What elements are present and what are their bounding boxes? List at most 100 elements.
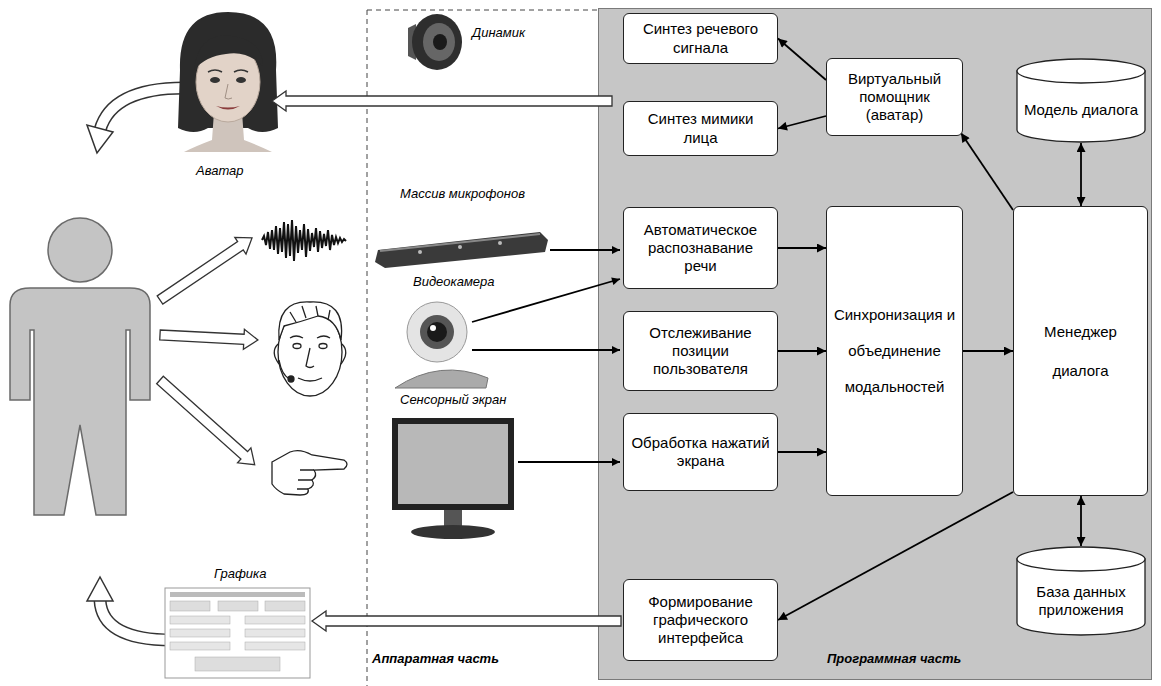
webcam [420, 315, 454, 349]
display-hollow-arrow [100, 600, 172, 640]
connector-arrow [1080, 496, 1082, 546]
pointing-hand [297, 470, 314, 489]
touch-screen-monitor [392, 418, 514, 510]
connector-arrow [778, 350, 826, 352]
display-hollow-arrow [87, 577, 113, 601]
synthesis-hollow-arrow [272, 91, 612, 111]
database-cylinder: База данных приложения [1016, 546, 1146, 636]
interface-thumbnail [165, 588, 310, 678]
interface-thumbnail [170, 616, 230, 624]
touch-screen-monitor [392, 418, 514, 539]
avatar-face [178, 12, 278, 132]
input-hollow-arrow [153, 373, 261, 473]
signal-arrow [550, 249, 620, 251]
connector-arrow [1080, 143, 1082, 206]
box-label: Формирование графического интерфейса [630, 593, 771, 648]
signal-arrow [472, 349, 620, 351]
interface-thumbnail [170, 629, 230, 637]
speech-waveform [262, 220, 346, 261]
device-caption: Массив микрофонов [400, 186, 525, 201]
interface-thumbnail [165, 588, 310, 678]
graphics-hollow-arrow [312, 611, 621, 631]
process-box: Формирование графического интерфейса [623, 579, 778, 661]
box-label: Обработка нажатий экрана [630, 434, 771, 471]
display-hollow-arrow [100, 600, 172, 640]
microphone-array [418, 250, 422, 254]
device-caption: Сенсорный экран [400, 392, 506, 407]
box-label: Менеджер диалога [1020, 312, 1141, 390]
webcam [395, 370, 488, 388]
interface-thumbnail [245, 616, 305, 624]
speaker-icon [423, 23, 455, 61]
software-panel: Программная часть Синтез речевого сигнала… [598, 8, 1152, 680]
interface-thumbnail [245, 629, 305, 637]
cylinder-outline [1017, 59, 1145, 83]
cylinder-outline [1017, 547, 1145, 571]
speaker-icon [433, 34, 447, 50]
avatar-face [194, 36, 263, 70]
touch-screen-monitor [411, 525, 495, 539]
interface-thumbnail [170, 592, 305, 597]
interface-thumbnail [170, 642, 230, 650]
user-figure [10, 288, 150, 515]
boundary-dashed-line [367, 10, 598, 686]
cylinder-outline [1016, 58, 1146, 143]
connector-arrow [778, 247, 826, 249]
box-label: База данных приложения [1022, 583, 1140, 620]
face-sketch [290, 336, 330, 338]
face-sketch [274, 344, 346, 364]
box-label: Синтез речевого сигнала [630, 20, 771, 57]
webcam [430, 325, 436, 331]
touch-screen-monitor [398, 424, 508, 504]
display-hollow-arrow [87, 577, 172, 640]
output-hollow-arrow [100, 88, 184, 130]
section-label: Аппаратная часть [372, 651, 499, 666]
face-sketch [288, 376, 294, 382]
process-box: Автоматическое распознавание речи [623, 207, 778, 289]
touch-screen-monitor [444, 510, 462, 526]
input-hollow-arrow [154, 230, 257, 309]
input-hollow-arrow [159, 325, 258, 350]
figure-caption: Графика [214, 566, 266, 581]
face-sketch [279, 360, 290, 379]
pointing-hand [272, 451, 347, 495]
process-box: Менеджер диалога [1013, 206, 1148, 496]
output-hollow-arrow [100, 88, 184, 130]
connector-arrow [961, 133, 1013, 210]
avatar-face [236, 77, 246, 83]
process-box: Виртуальный помощник (аватар) [826, 58, 963, 136]
device-caption: Видеокамера [413, 274, 495, 289]
process-box: Синхронизация и объединение модальностей [826, 206, 963, 496]
input-hollow-arrow [153, 230, 261, 472]
webcam [427, 322, 447, 342]
face-sketch [298, 378, 322, 381]
interface-thumbnail [218, 601, 258, 611]
avatar-face [225, 84, 232, 99]
process-box: Отслеживание позиции пользователя [623, 311, 778, 391]
interface-thumbnail [170, 601, 210, 611]
avatar-face [216, 106, 240, 110]
output-hollow-arrow [87, 88, 184, 153]
pointing-hand [272, 451, 347, 495]
connector-arrow [963, 350, 1013, 352]
process-box: Синтез речевого сигнала [623, 13, 778, 64]
face-sketch [290, 306, 330, 322]
database-cylinder: Модель диалога [1016, 58, 1146, 143]
interface-thumbnail [265, 601, 305, 611]
webcam [395, 302, 488, 388]
interface-thumbnail [245, 642, 305, 650]
figure-caption: Аватар [196, 163, 244, 178]
box-label: Виртуальный помощник (аватар) [833, 70, 956, 125]
graphics-hollow-arrow [312, 611, 621, 631]
connector-arrow [778, 116, 826, 129]
synthesis-hollow-arrow [272, 91, 612, 111]
microphone-array [380, 234, 540, 251]
microphone-array [375, 232, 548, 268]
section-label: Программная часть [827, 651, 961, 667]
speaker-icon [408, 14, 462, 70]
device-caption: Динамик [472, 25, 525, 40]
face-sketch [319, 344, 327, 349]
microphone-array [498, 241, 502, 245]
interface-thumbnail [195, 657, 280, 671]
